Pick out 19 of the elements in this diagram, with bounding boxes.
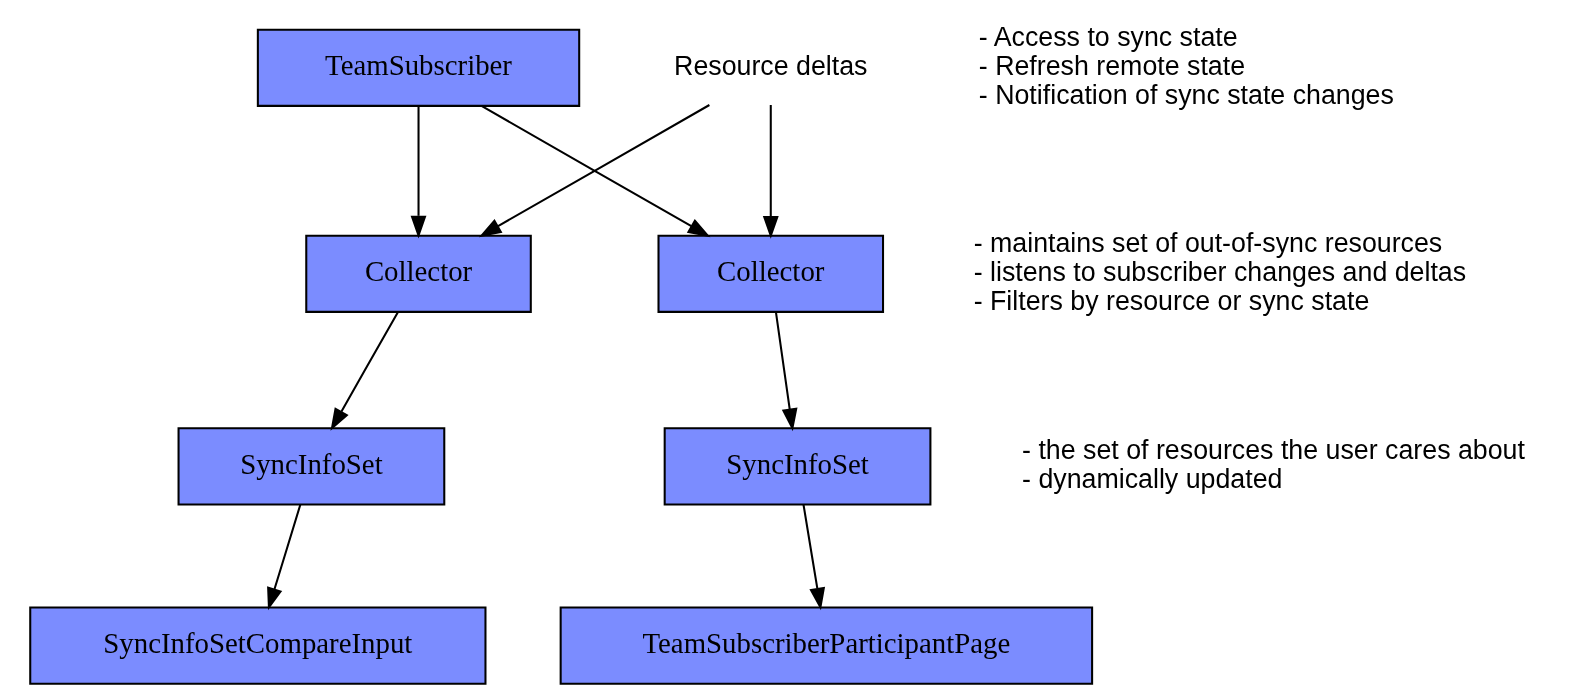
arrow xyxy=(330,311,399,431)
node-label: - dynamically updated xyxy=(1022,463,1283,494)
arrow xyxy=(267,504,302,611)
node-box: Collector xyxy=(305,234,532,313)
arrow xyxy=(762,105,779,239)
node-box: TeamSubscriberParticipantPage xyxy=(559,606,1094,685)
arrow xyxy=(802,504,826,611)
node-label: - Access to sync state xyxy=(978,21,1238,52)
node-box: TeamSubscriber xyxy=(256,28,581,107)
node-label: - the set of resources the user cares about xyxy=(1022,434,1525,465)
node-box: SyncInfoSet xyxy=(177,427,446,506)
node-label: - maintains set of out-of-sync resources xyxy=(973,227,1443,258)
arrow xyxy=(774,312,798,432)
node-box: SyncInfoSet xyxy=(663,427,932,506)
arrow xyxy=(410,105,427,239)
node-box: SyncInfoSetCompareInput xyxy=(29,606,487,685)
node-box: Collector xyxy=(657,234,885,313)
node-label: - Notification of sync state changes xyxy=(978,79,1394,110)
node-text: Resource deltas xyxy=(674,50,868,81)
